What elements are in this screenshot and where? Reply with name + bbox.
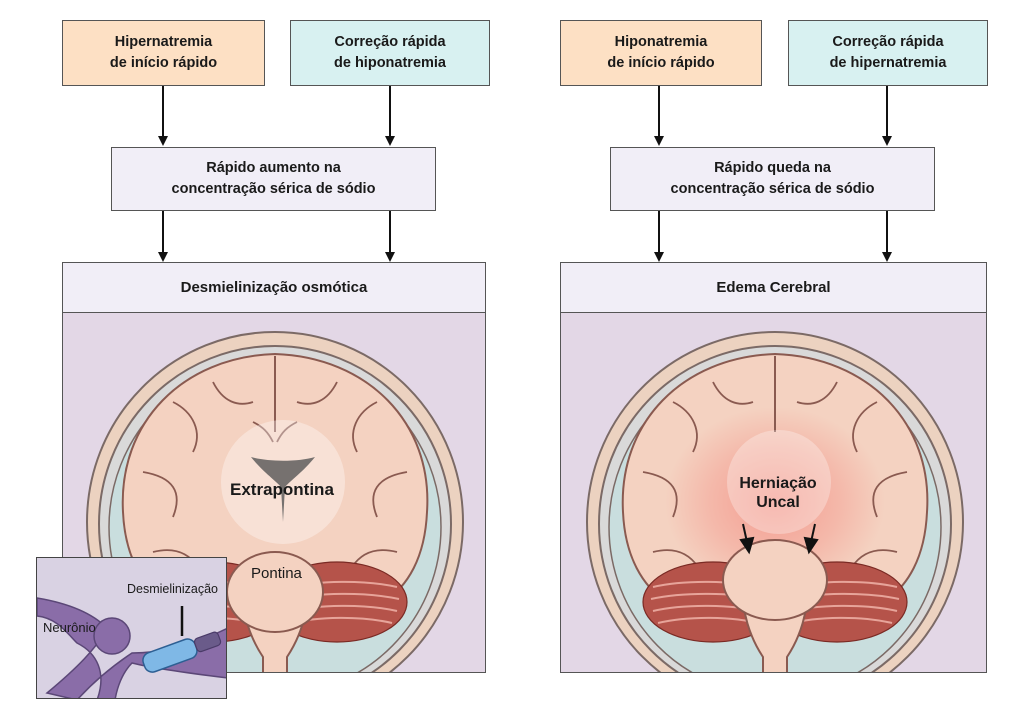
left-mechanism-box: Rápido aumento na concentração sérica de… <box>111 147 436 211</box>
right-cause-b-box: Correção rápida de hipernatremia <box>788 20 988 86</box>
right-mechanism-box: Rápido queda na concentração sérica de s… <box>610 147 935 211</box>
right-outcome-header: Edema Cerebral <box>561 263 986 313</box>
left-mechanism-text: Rápido aumento na concentração sérica de… <box>171 160 376 197</box>
left-outcome-text: Desmielinização osmótica <box>180 279 368 296</box>
left-outcome-panel: Desmielinização osmótica <box>62 262 486 673</box>
left-cause-a-box: Hipernatremia de início rápido <box>62 20 265 86</box>
pontina-label: Pontina <box>251 565 302 582</box>
brain-illustration-demyelination <box>86 331 464 672</box>
extrapontina-label: Extrapontina <box>230 480 334 499</box>
left-outcome-header: Desmielinização osmótica <box>63 263 485 313</box>
demyelination-label: Desmielinização <box>127 582 219 596</box>
brain-illustration-edema <box>586 331 964 672</box>
herniation-label: Herniação Uncal <box>739 475 817 511</box>
right-outcome-panel: Edema Cerebral <box>560 262 987 673</box>
right-cause-a-box: Hiponatremia de início rápido <box>560 20 762 86</box>
neuron-label: Neurônio <box>43 620 96 635</box>
right-cause-b-text: Correção rápida de hipernatremia <box>829 34 947 71</box>
neuron-inset: Neurônio Desmielinização <box>36 557 227 699</box>
left-cause-b-text: Correção rápida de hiponatremia <box>334 34 446 71</box>
right-mechanism-text: Rápido queda na concentração sérica de s… <box>670 160 875 197</box>
left-cause-b-box: Correção rápida de hiponatremia <box>290 20 490 86</box>
right-cause-a-text: Hiponatremia de início rápido <box>607 34 715 71</box>
right-outcome-text: Edema Cerebral <box>716 279 831 296</box>
neuron-illustration <box>37 597 226 698</box>
left-cause-a-text: Hipernatremia de início rápido <box>109 34 218 71</box>
